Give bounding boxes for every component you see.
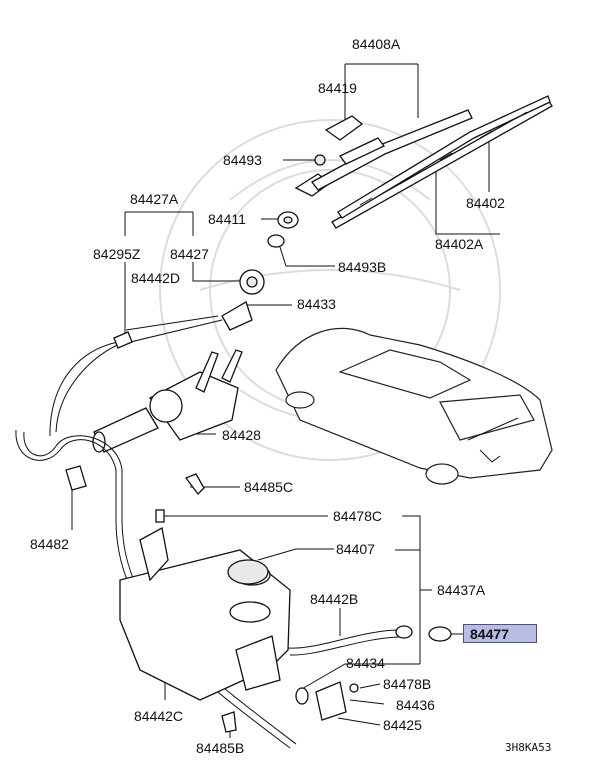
- label-84493B[interactable]: 84493B: [338, 259, 387, 275]
- nozzle[interactable]: [113, 331, 133, 349]
- wiper-cap[interactable]: [324, 115, 364, 141]
- hose-clip[interactable]: [65, 465, 87, 491]
- label-84428[interactable]: 84428: [222, 427, 261, 443]
- washer-tank[interactable]: [119, 527, 291, 701]
- label-84411[interactable]: 84411: [208, 211, 246, 227]
- label-84485C[interactable]: 84485C: [244, 479, 294, 495]
- label-84402[interactable]: 84402: [466, 195, 505, 211]
- wiper-arm[interactable]: [294, 109, 473, 197]
- label-84485B[interactable]: 84485B: [196, 740, 245, 756]
- label-84442B[interactable]: 84442B: [310, 591, 359, 607]
- clip-c[interactable]: [155, 509, 165, 523]
- wiper-blade[interactable]: [331, 95, 553, 229]
- label-84425[interactable]: 84425: [383, 717, 422, 733]
- car-illustration: [275, 327, 553, 485]
- cap-84477[interactable]: [428, 626, 452, 642]
- diagram-code: 3H8KA53: [505, 741, 552, 754]
- label-84419[interactable]: 84419: [318, 80, 357, 96]
- label-84427[interactable]: 84427: [170, 246, 209, 262]
- label-84477-highlighted[interactable]: 84477: [463, 624, 537, 643]
- label-84433[interactable]: 84433: [297, 296, 336, 312]
- label-84434[interactable]: 84434: [346, 655, 385, 671]
- leader-lines: [71, 63, 500, 738]
- label-84295Z[interactable]: 84295Z: [93, 246, 141, 262]
- label-84437A[interactable]: 84437A: [437, 582, 486, 598]
- label-84442C[interactable]: 84442C: [134, 708, 184, 724]
- label-84478C[interactable]: 84478C: [333, 508, 383, 524]
- label-84408A[interactable]: 84408A: [352, 36, 401, 52]
- grommet-b[interactable]: [395, 625, 413, 639]
- label-84402A[interactable]: 84402A: [435, 236, 484, 252]
- label-84407[interactable]: 84407: [336, 541, 375, 557]
- nut[interactable]: [314, 154, 326, 166]
- label-84482[interactable]: 84482: [30, 536, 69, 552]
- bolt-b[interactable]: [221, 711, 237, 733]
- label-84478B[interactable]: 84478B: [383, 676, 432, 692]
- washer[interactable]: [267, 234, 285, 248]
- wiper-motor[interactable]: [92, 269, 265, 495]
- label-84442D[interactable]: 84442D: [131, 270, 181, 286]
- label-84436[interactable]: 84436: [396, 697, 435, 713]
- grommet[interactable]: [277, 211, 299, 229]
- washer-pump[interactable]: [295, 681, 359, 721]
- tank-cap[interactable]: [227, 559, 269, 585]
- label-84427A[interactable]: 84427A: [130, 191, 179, 207]
- label-84493[interactable]: 84493: [223, 152, 262, 168]
